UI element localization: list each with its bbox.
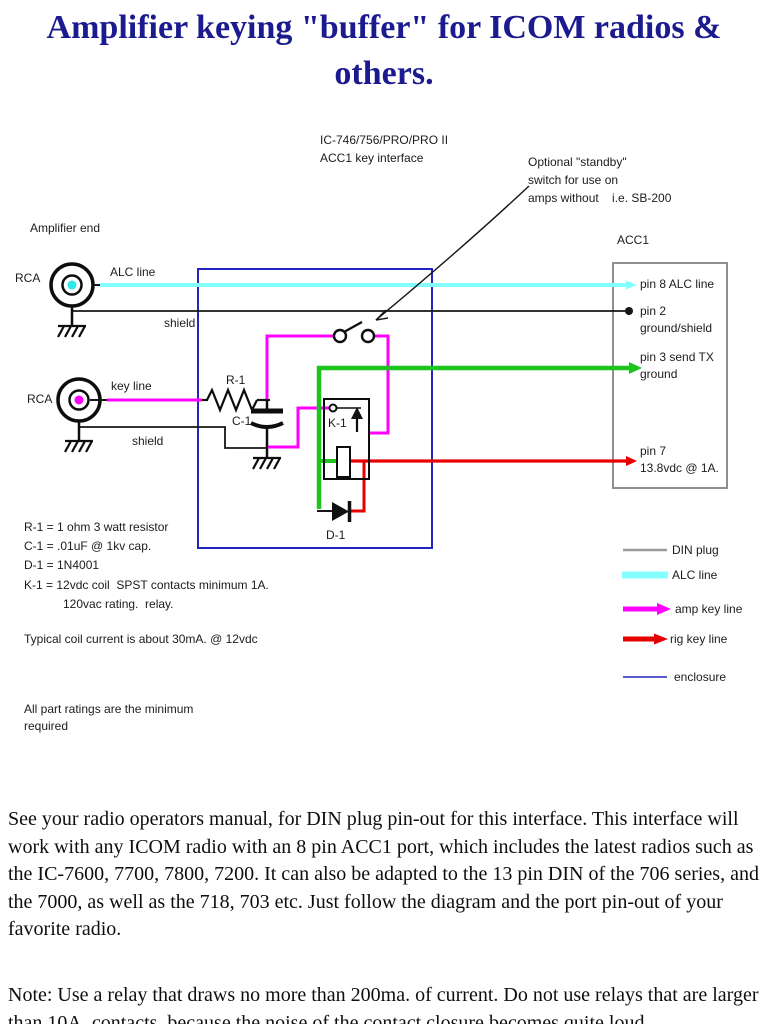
- pin2-label-line2: ground/shield: [640, 321, 713, 335]
- body-paragraph-2: Note: Use a relay that draws no more tha…: [8, 984, 759, 1024]
- tx-ground-wire: [316, 362, 642, 509]
- standby-note-line1: Optional "standby": [528, 155, 627, 169]
- pin3-arrow: [629, 362, 642, 374]
- relay-coil: [336, 446, 351, 478]
- k1-label: K-1: [328, 416, 347, 430]
- pin8-label: pin 8 ALC line: [640, 277, 715, 291]
- page-title: Amplifier keying "buffer" for ICOM radio…: [0, 5, 768, 97]
- resistor-r1: [206, 387, 258, 413]
- pin7-arrow: [626, 456, 637, 466]
- pin2-label-line1: pin 2: [640, 304, 667, 318]
- legend-label-rig-key-line: rig key line: [670, 632, 728, 646]
- pin2-dot: [625, 307, 633, 315]
- circuit-diagram: [49, 185, 728, 678]
- ratings-note-line2: required: [24, 719, 69, 733]
- standby-note-line3: amps without i.e. SB-200: [528, 191, 672, 205]
- rig-key-wire: [350, 456, 637, 513]
- rca-connector-bottom: [56, 377, 102, 453]
- acc1-box: [612, 262, 728, 489]
- relay-armature-arrow: [351, 407, 363, 419]
- shield-wire-top: [72, 307, 633, 315]
- pin7-label-line2: 13.8vdc @ 1A.: [640, 461, 719, 475]
- rca-top-label: RCA: [15, 271, 41, 285]
- parts-k1-continued: 120vac rating. relay.: [63, 597, 174, 611]
- c1-label: C-1: [232, 414, 252, 428]
- key-wire-contact-to-ground: [268, 406, 329, 449]
- relay-contact: [328, 403, 338, 413]
- interface-note-line1: IC-746/756/PRO/PRO II: [320, 133, 449, 147]
- legend-amp-key-arrow: [657, 603, 671, 615]
- pin3-label-line1: pin 3 send TX: [640, 350, 714, 364]
- diode-d1: [317, 501, 352, 522]
- r1-label: R-1: [226, 373, 246, 387]
- acc1-label: ACC1: [617, 233, 650, 247]
- coil-current-note: Typical coil current is about 30mA. @ 12…: [24, 632, 258, 646]
- alc-line-label: ALC line: [110, 265, 156, 279]
- shield-bottom-label: shield: [132, 434, 164, 448]
- parts-c1: C-1 = .01uF @ 1kv cap.: [24, 539, 152, 553]
- legend-rig-key-arrow: [654, 633, 668, 645]
- capacitor-c1: [250, 398, 284, 470]
- alc-arrow: [626, 280, 637, 290]
- pin7-label-line1: pin 7: [640, 444, 667, 458]
- parts-r1: R-1 = 1 ohm 3 watt resistor: [24, 520, 169, 534]
- enclosure-box: [197, 268, 433, 549]
- ratings-note-line1: All part ratings are the minimum: [24, 702, 194, 716]
- body-paragraph-1: See your radio operators manual, for DIN…: [8, 808, 759, 940]
- ground-symbol: [57, 324, 86, 338]
- shield-top-label: shield: [164, 316, 196, 330]
- key-line-label: key line: [111, 379, 152, 393]
- legend-label-enclosure: enclosure: [674, 670, 727, 684]
- alc-wire: [93, 280, 637, 290]
- rca-bottom-label: RCA: [27, 392, 53, 406]
- standby-note-arrow: [375, 185, 530, 321]
- pin3-label-line2: ground: [640, 367, 678, 381]
- parts-k1: K-1 = 12vdc coil SPST contacts minimum 1…: [24, 578, 269, 592]
- legend-label-amp-key-line: amp key line: [675, 602, 743, 616]
- page-title-line2: others.: [334, 55, 434, 92]
- ground-symbol: [252, 456, 281, 470]
- legend-label-alc-line: ALC line: [672, 568, 718, 582]
- parts-d1: D-1 = 1N4001: [24, 558, 100, 572]
- page-title-line1: Amplifier keying "buffer" for ICOM radio…: [46, 9, 722, 46]
- relay-k1: [323, 398, 370, 480]
- rca-connector-top: [49, 262, 95, 338]
- legend-swatches: [622, 548, 671, 678]
- legend-label-din-plug: DIN plug: [672, 543, 719, 557]
- amplifier-end-label: Amplifier end: [30, 221, 101, 235]
- ground-symbol: [64, 439, 93, 453]
- standby-note-line2: switch for use on: [528, 173, 619, 187]
- key-wire-switch-to-relay: [368, 334, 390, 435]
- key-wire-to-switch: [265, 334, 333, 399]
- standby-switch: [332, 321, 376, 344]
- interface-note-line2: ACC1 key interface: [320, 151, 424, 165]
- shield-wire-bottom: [79, 426, 268, 449]
- d1-label: D-1: [326, 528, 346, 542]
